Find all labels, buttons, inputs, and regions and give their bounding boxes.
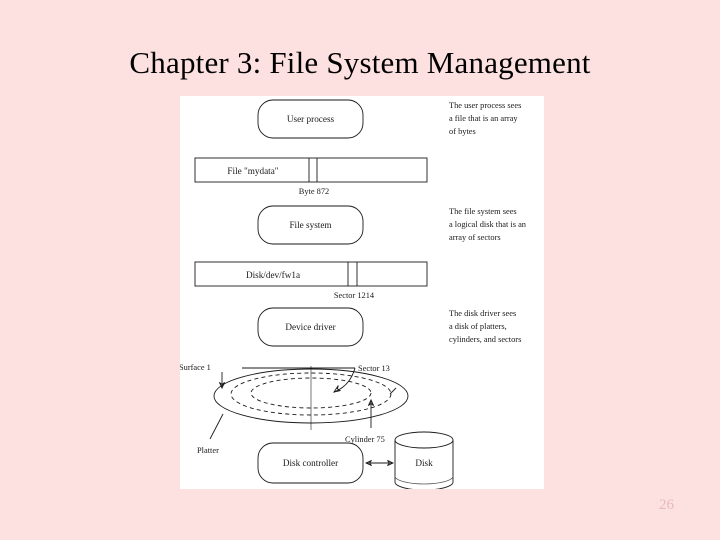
anno-user-process-line-2: a file that is an array: [449, 114, 518, 123]
controller-disk-arrow: [364, 459, 395, 467]
anno-disk-driver-line-3: cylinders, and sectors: [449, 335, 521, 344]
file-bar-label: File "mydata": [227, 166, 278, 176]
file-bar: File "mydata" Byte 872: [194, 157, 428, 196]
user-process-box: User process: [257, 99, 364, 139]
file-system-layers-diagram: User process The user process sees a fil…: [180, 96, 544, 489]
anno-disk-driver-line-2: a disk of platters,: [449, 322, 507, 331]
user-process-label: User process: [287, 114, 335, 124]
surface-label: Surface 1: [180, 363, 211, 372]
disk-controller-label: Disk controller: [283, 458, 338, 468]
anno-user-process-line-3: of bytes: [449, 127, 476, 136]
disk-bar: Disk/dev/fw1a Sector 1214: [194, 261, 428, 300]
platter-illustration: Surface 1 Sector 13 Cylinder 75 Platter: [180, 363, 409, 455]
file-system-label: File system: [289, 220, 331, 230]
disk-cylinder-shape: Disk: [394, 431, 454, 489]
anno-file-system-line-2: a logical disk that is an: [449, 220, 527, 229]
annotation-file-system: The file system sees a logical disk that…: [449, 207, 527, 242]
disk-bar-label: Disk/dev/fw1a: [246, 270, 300, 280]
page-title: Chapter 3: File System Management: [129, 45, 591, 80]
disk-controller-box: Disk controller: [257, 442, 364, 484]
page-number: 26: [659, 497, 674, 513]
device-driver-box: Device driver: [257, 307, 364, 347]
annotation-disk-driver: The disk driver sees a disk of platters,…: [449, 309, 521, 344]
sector-marker-label: Sector 1214: [334, 291, 375, 300]
disk-label: Disk: [415, 458, 433, 468]
byte-marker-label: Byte 872: [299, 187, 329, 196]
annotation-user-process: The user process sees a file that is an …: [449, 101, 521, 136]
device-driver-label: Device driver: [285, 322, 335, 332]
anno-file-system-line-1: The file system sees: [449, 207, 517, 216]
platter-label: Platter: [197, 446, 219, 455]
sector-13-label: Sector 13: [358, 364, 390, 373]
anno-disk-driver-line-1: The disk driver sees: [449, 309, 516, 318]
cylinder-75-label: Cylinder 75: [345, 435, 385, 444]
anno-file-system-line-3: array of sectors: [449, 233, 501, 242]
anno-user-process-line-1: The user process sees: [449, 101, 521, 110]
file-system-box: File system: [257, 205, 364, 245]
